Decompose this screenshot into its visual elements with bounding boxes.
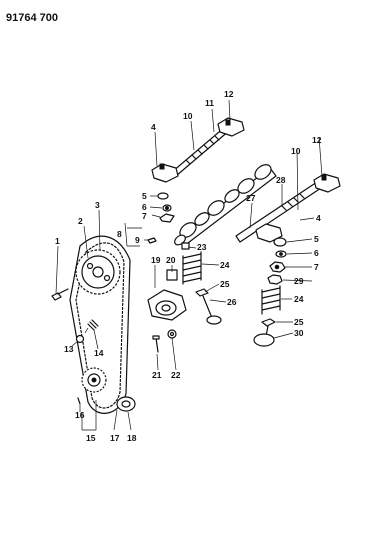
callout-8: 8	[117, 229, 122, 239]
callout-12-lower: 12	[312, 135, 322, 145]
callout-6-right: 6	[314, 248, 319, 258]
callout-20: 20	[166, 255, 176, 265]
callout-4-lower: 4	[316, 213, 321, 223]
belt-tensioner	[147, 269, 187, 339]
adjuster-parts-left	[147, 192, 190, 250]
idler-pulley	[116, 396, 136, 412]
rocker-shaft-upper	[151, 117, 245, 183]
callout-22: 22	[171, 370, 181, 380]
rocker-shaft-lower	[235, 173, 341, 243]
callout-25-center: 25	[220, 279, 230, 289]
callout-17: 17	[110, 433, 120, 443]
callout-12-upper: 12	[224, 89, 234, 99]
callout-10-lower: 10	[291, 146, 301, 156]
callout-2: 2	[78, 216, 83, 226]
callout-15: 15	[86, 433, 96, 443]
timing-belt	[69, 235, 131, 414]
callout-28: 28	[276, 175, 286, 185]
callout-26: 26	[227, 297, 237, 307]
valve-assembly-right	[253, 285, 281, 347]
callout-6-left: 6	[142, 202, 147, 212]
callout-5-left: 5	[142, 191, 147, 201]
callout-10-upper: 10	[183, 111, 193, 121]
callout-13: 13	[64, 344, 74, 354]
callout-7-left: 7	[142, 211, 147, 221]
callout-18: 18	[127, 433, 137, 443]
callout-7-right: 7	[314, 262, 319, 272]
diagram-code: 91764 700	[6, 12, 58, 24]
callout-labels: 1 2 3 4 4 5 5 6 6 7 7 8 9 10 10 11 12 12…	[55, 89, 322, 443]
callout-14: 14	[94, 348, 104, 358]
crank-sprocket	[81, 367, 107, 393]
callout-3: 3	[95, 200, 100, 210]
adjuster-parts-right	[267, 237, 287, 285]
leader-lines	[55, 99, 323, 431]
callout-25-right: 25	[294, 317, 304, 327]
callout-23: 23	[197, 242, 207, 252]
callout-4-upper: 4	[151, 122, 156, 132]
callout-16: 16	[75, 410, 85, 420]
callout-21: 21	[152, 370, 162, 380]
callout-19: 19	[151, 255, 161, 265]
callout-5-right: 5	[314, 234, 319, 244]
callout-24-right: 24	[294, 294, 304, 304]
callout-11: 11	[205, 98, 214, 108]
cam-sprocket	[75, 249, 121, 295]
callout-30: 30	[294, 328, 304, 338]
callout-29: 29	[294, 276, 304, 286]
callout-9: 9	[135, 235, 140, 245]
callout-24-center: 24	[220, 260, 230, 270]
valve-assembly-center	[182, 251, 222, 325]
callout-1: 1	[55, 236, 60, 246]
callout-27: 27	[246, 193, 256, 203]
